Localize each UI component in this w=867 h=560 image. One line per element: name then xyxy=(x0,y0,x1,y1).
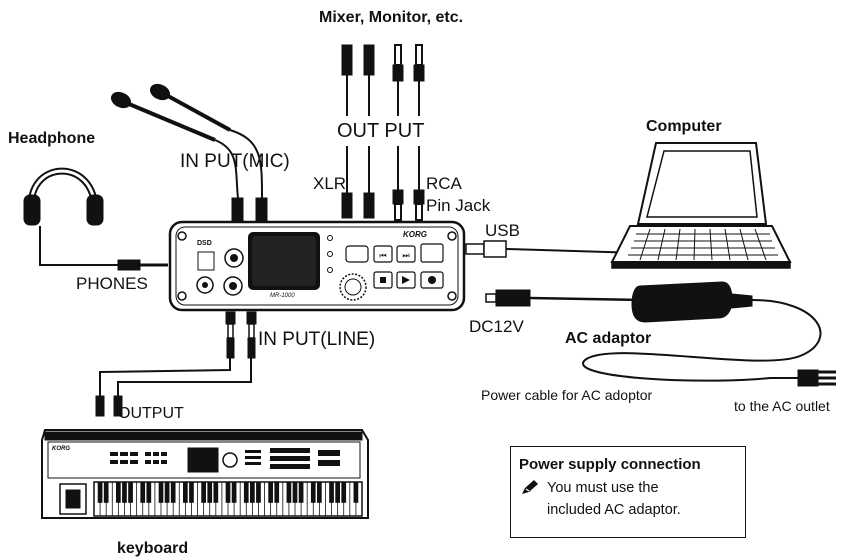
line-input-cables xyxy=(95,311,257,417)
ac-adaptor-icon xyxy=(485,281,836,387)
keyboard-output-label: OUTPUT xyxy=(118,405,184,422)
ac-outlet-label: to the AC outlet xyxy=(734,398,830,414)
note-line-2: included AC adaptor. xyxy=(547,502,681,518)
keyboard-icon xyxy=(41,429,369,519)
note-title: Power supply connection xyxy=(519,456,701,473)
mixer-monitor-label: Mixer, Monitor, etc. xyxy=(319,9,464,26)
output-label: OUT PUT xyxy=(337,120,425,142)
usb-cable xyxy=(465,240,641,258)
ac-adaptor-label: AC adaptor xyxy=(565,330,652,347)
recorder-device: ⏮ ⏭ xyxy=(168,220,466,312)
dc12v-label: DC12V xyxy=(469,317,524,336)
input-mic-label: IN PUT(MIC) xyxy=(180,151,290,172)
device-format: DSD xyxy=(197,240,212,247)
headphone-label: Headphone xyxy=(8,130,96,147)
pencil-icon xyxy=(522,480,538,494)
computer-icon xyxy=(610,142,792,269)
keyboard-label: keyboard xyxy=(117,540,189,557)
device-brand: KORG xyxy=(403,230,427,239)
pin-jack-label: Pin Jack xyxy=(426,196,491,215)
svg-text:⏭: ⏭ xyxy=(402,251,409,260)
power-cable-label: Power cable for AC adoptor xyxy=(481,387,653,403)
device-model: MR-1000 xyxy=(270,293,295,299)
headphone-icon xyxy=(23,167,168,271)
rca-label: RCA xyxy=(426,174,462,193)
note-line-1: You must use the xyxy=(547,480,659,496)
computer-label: Computer xyxy=(646,118,722,135)
input-line-label: IN PUT(LINE) xyxy=(258,329,376,350)
microphone-icon xyxy=(110,83,268,223)
power-supply-note: Power supply connection You must use the… xyxy=(510,446,746,538)
svg-text:⏮: ⏮ xyxy=(379,251,386,260)
output-cables xyxy=(341,44,425,221)
usb-label: USB xyxy=(485,221,520,240)
phones-label: PHONES xyxy=(76,274,148,293)
xlr-label: XLR xyxy=(313,174,347,193)
keyboard-brand: KORG xyxy=(52,446,70,452)
